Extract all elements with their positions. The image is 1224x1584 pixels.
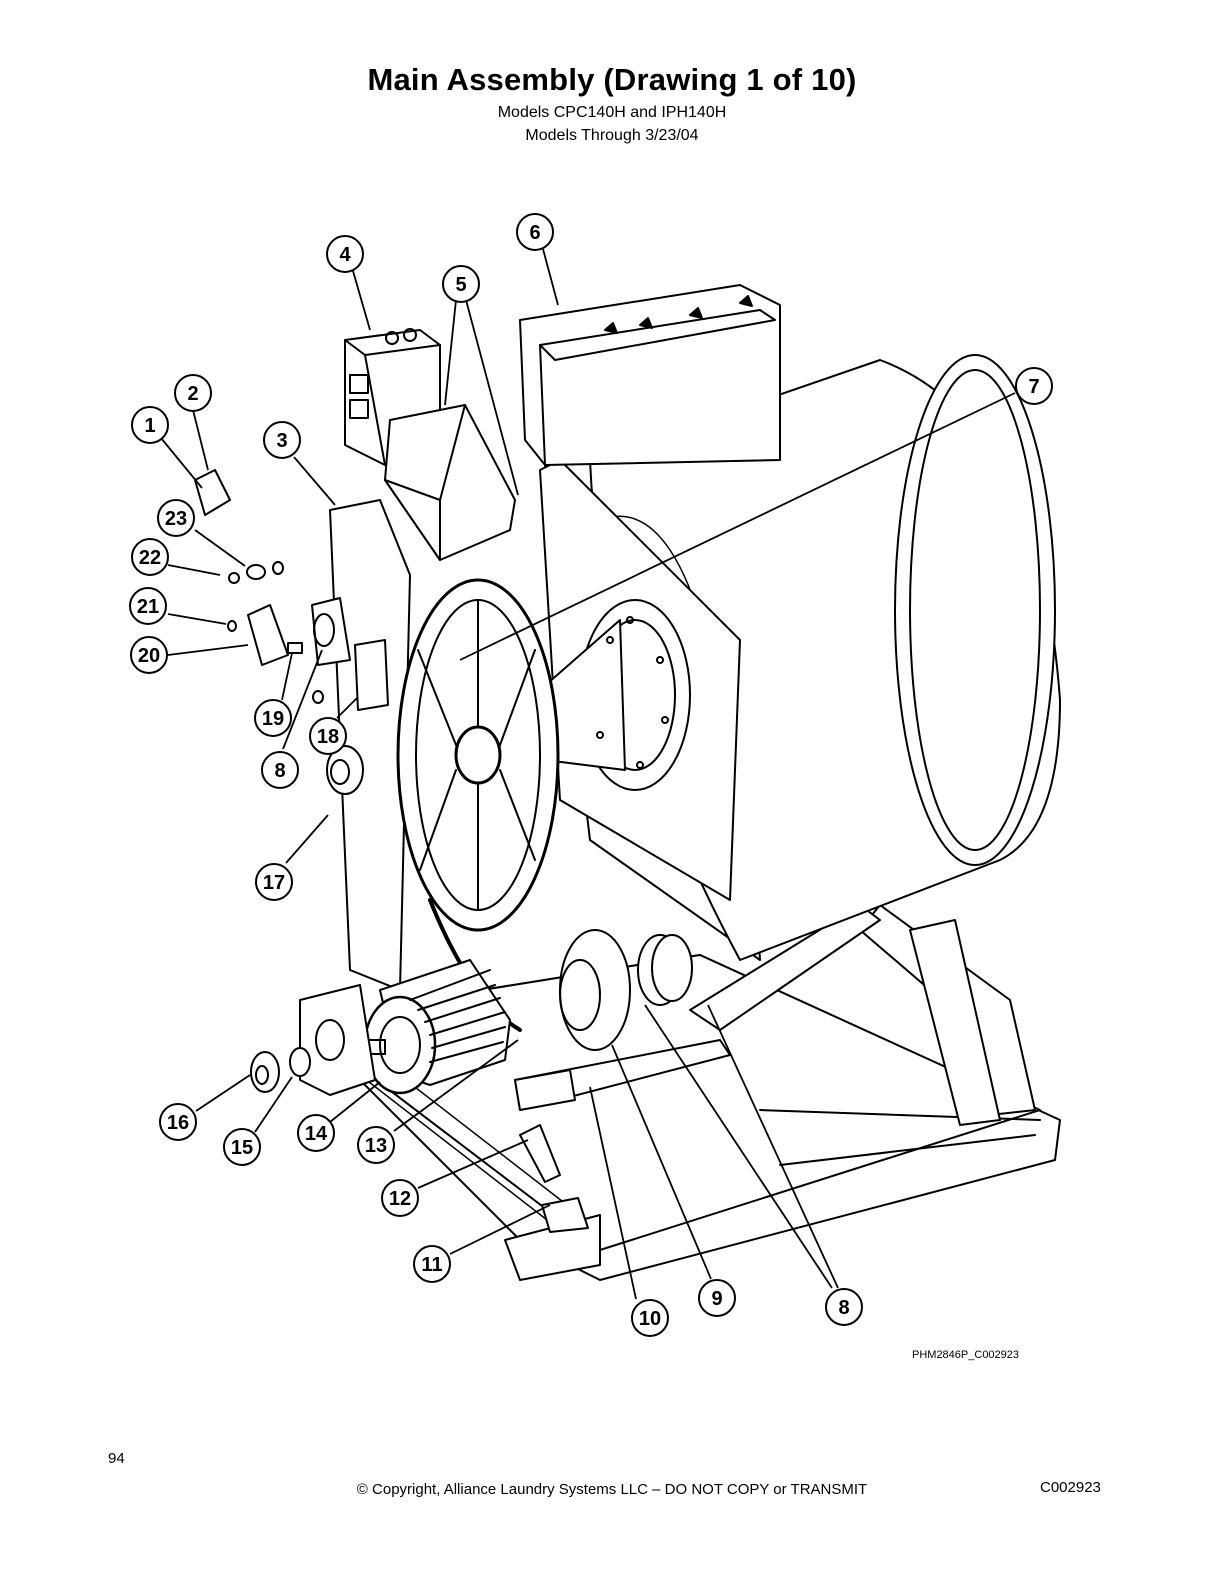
drawing-code: PHM2846P_C002923 — [912, 1349, 1020, 1361]
copyright-notice: © Copyright, Alliance Laundry Systems LL… — [356, 1481, 868, 1498]
callout-8-right: 8 — [825, 1288, 863, 1326]
callouts: 1 2 3 4 5 6 7 8 8 9 10 11 12 13 14 — [129, 213, 1053, 1337]
callout-label: 1 — [144, 415, 155, 437]
callout-16: 16 — [159, 1103, 197, 1141]
leader-lines — [160, 248, 1016, 1300]
callout-3: 3 — [263, 421, 301, 459]
motor-bracket — [329, 499, 411, 991]
callout-label: 17 — [263, 872, 285, 894]
callout-17: 17 — [255, 863, 293, 901]
callout-23: 23 — [157, 499, 195, 537]
callout-8-left: 8 — [261, 751, 299, 789]
callout-label: 12 — [389, 1188, 411, 1210]
callout-9: 9 — [698, 1279, 736, 1317]
callout-label: 8 — [274, 760, 285, 782]
document-id: C002923 — [1040, 1479, 1101, 1496]
callout-label: 11 — [421, 1254, 442, 1276]
drive-motor — [299, 959, 511, 1096]
bearing-hub — [539, 599, 691, 791]
callout-label: 9 — [711, 1288, 722, 1310]
callout-5: 5 — [442, 265, 480, 303]
callout-label: 4 — [339, 244, 351, 266]
air-ducts — [384, 404, 516, 561]
support-legs — [689, 904, 1036, 1126]
callout-19: 19 — [254, 699, 292, 737]
exploded-small-parts — [194, 469, 589, 1233]
callout-label: 3 — [276, 430, 287, 452]
callout-13: 13 — [357, 1126, 395, 1164]
callout-label: 19 — [262, 708, 284, 730]
page-title: Main Assembly (Drawing 1 of 10) — [367, 62, 857, 97]
callout-label: 21 — [137, 596, 159, 618]
callout-6: 6 — [516, 213, 554, 251]
callout-18: 18 — [309, 717, 347, 755]
callout-11: 11 — [413, 1245, 451, 1283]
callout-label: 7 — [1028, 376, 1039, 398]
callout-1: 1 — [131, 406, 169, 444]
callout-10: 10 — [631, 1299, 669, 1337]
callout-label: 5 — [455, 274, 466, 296]
callout-12: 12 — [381, 1179, 419, 1217]
callout-label: 13 — [365, 1135, 387, 1157]
callout-20: 20 — [130, 636, 168, 674]
electrical-box — [519, 284, 781, 466]
page-number: 94 — [108, 1450, 125, 1467]
callout-2: 2 — [174, 374, 212, 412]
callout-label: 20 — [138, 645, 160, 667]
callout-14: 14 — [297, 1114, 335, 1152]
callout-21: 21 — [129, 587, 167, 625]
callout-4: 4 — [326, 235, 364, 273]
date-subtitle: Models Through 3/23/04 — [525, 127, 699, 144]
callout-label: 18 — [317, 726, 339, 748]
callout-22: 22 — [131, 538, 169, 576]
callout-label: 15 — [231, 1137, 253, 1159]
callout-label: 22 — [139, 547, 161, 569]
drive-pulley — [396, 578, 560, 1032]
callout-label: 10 — [639, 1308, 661, 1330]
callout-label: 6 — [529, 222, 540, 244]
callout-7: 7 — [1015, 367, 1053, 405]
base-frame — [349, 954, 1061, 1281]
callout-label: 8 — [838, 1297, 849, 1319]
models-subtitle: Models CPC140H and IPH140H — [497, 104, 727, 121]
callout-label: 2 — [187, 383, 198, 405]
brake-assembly — [514, 929, 731, 1111]
callout-15: 15 — [223, 1128, 261, 1166]
callout-label: 16 — [167, 1112, 189, 1134]
callout-label: 14 — [305, 1123, 328, 1145]
callout-label: 23 — [165, 508, 187, 530]
